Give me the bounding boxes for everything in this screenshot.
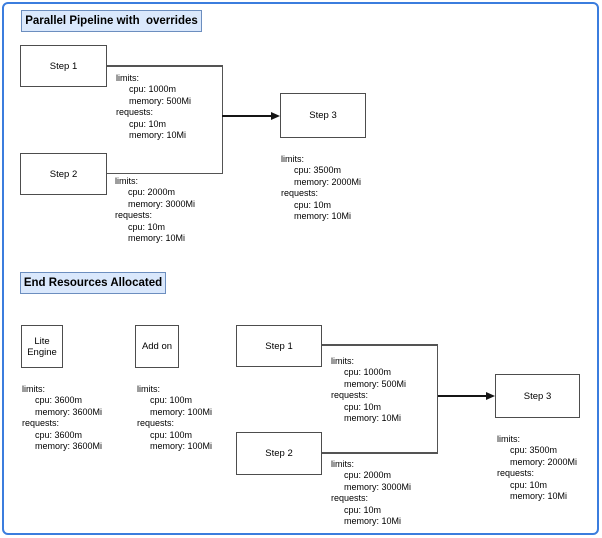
resource-line: cpu: 10m xyxy=(128,221,166,232)
resource-line: cpu: 3500m xyxy=(294,165,342,176)
node-label: Add on xyxy=(141,341,173,352)
resource-line: cpu: 3600m xyxy=(35,395,83,406)
node-label: Step 1 xyxy=(265,340,293,352)
resource-line: cpu: 10m xyxy=(344,504,382,515)
resource-line: cpu: 1000m xyxy=(129,84,177,95)
resource-line: cpu: 1000m xyxy=(344,367,392,378)
node-lite-engine: Lite Engine xyxy=(21,325,63,368)
resource-line: cpu: 2000m xyxy=(344,470,392,481)
resource-line: cpu: 100m xyxy=(150,429,193,440)
node-end-step3: Step 3 xyxy=(495,374,580,418)
node-add-on: Add on xyxy=(135,325,179,368)
resource-line: requests: xyxy=(137,418,175,429)
section-title-text: End Resources Allocated xyxy=(23,277,163,289)
resource-line: memory: 100Mi xyxy=(150,441,213,452)
resource-line: cpu: 3600m xyxy=(35,429,83,440)
resource-line: limits: xyxy=(331,356,354,366)
arrow-to-step3-head-icon xyxy=(271,111,280,120)
resource-line: requests: xyxy=(116,107,154,118)
resource-line: requests: xyxy=(281,188,319,199)
connector-end-step2-branch-line xyxy=(322,452,438,454)
connector-end-merge-vertical-line xyxy=(436,344,438,453)
resource-line: limits: xyxy=(281,154,304,164)
section-title-text: Parallel Pipeline with overrides xyxy=(25,15,198,27)
resource-line: memory: 3000Mi xyxy=(128,198,196,209)
resource-line: limits: xyxy=(137,384,160,394)
section-title-end-resources: End Resources Allocated xyxy=(20,272,166,294)
node-end-step2: Step 2 xyxy=(236,432,322,475)
resource-line: requests: xyxy=(331,390,369,401)
node-label: Step 2 xyxy=(49,168,78,180)
resource-line: memory: 3000Mi xyxy=(344,481,412,492)
resource-line: memory: 2000Mi xyxy=(510,456,578,467)
resource-line: cpu: 10m xyxy=(129,118,167,129)
node-label: Step 1 xyxy=(49,60,78,72)
resource-line: memory: 10Mi xyxy=(294,211,352,222)
resource-line: memory: 10Mi xyxy=(510,491,568,502)
connector-end-step1-branch-line xyxy=(322,344,438,346)
resource-line: memory: 500Mi xyxy=(344,378,407,389)
arrow-to-step3-shaft xyxy=(222,115,272,117)
resource-line: limits: xyxy=(22,384,45,394)
connector-step1-branch-line xyxy=(107,65,223,67)
arrow-to-end-step3-shaft xyxy=(438,395,486,397)
resource-line: limits: xyxy=(115,176,138,186)
resource-line: memory: 2000Mi xyxy=(294,176,362,187)
node-parallel-step1: Step 1 xyxy=(20,45,107,87)
resource-line: cpu: 10m xyxy=(294,199,332,210)
resource-line: cpu: 100m xyxy=(150,395,193,406)
resource-line: memory: 10Mi xyxy=(344,516,402,527)
arrow-to-end-step3-head-icon xyxy=(486,391,495,400)
resource-line: cpu: 10m xyxy=(344,401,382,412)
resource-line: memory: 10Mi xyxy=(344,413,402,424)
node-label: Step 3 xyxy=(309,110,337,121)
resource-line: requests: xyxy=(115,210,153,221)
node-label: Lite Engine xyxy=(27,335,57,358)
resource-line: cpu: 3500m xyxy=(510,445,558,456)
node-label: Step 3 xyxy=(523,390,552,402)
resource-line: requests: xyxy=(331,493,369,504)
resource-line: requests: xyxy=(497,468,535,479)
node-end-step1: Step 1 xyxy=(236,325,322,367)
resource-line: memory: 3600Mi xyxy=(35,441,103,452)
resource-line: memory: 500Mi xyxy=(129,95,192,106)
resource-line: limits: xyxy=(116,73,139,83)
resource-line: memory: 10Mi xyxy=(128,233,186,244)
resource-line: limits: xyxy=(497,434,520,444)
node-parallel-step3: Step 3 xyxy=(280,93,366,138)
resource-line: memory: 100Mi xyxy=(150,406,213,417)
resource-line: memory: 3600Mi xyxy=(35,406,103,417)
connector-merge-vertical-line xyxy=(221,65,223,174)
node-label: Step 2 xyxy=(265,448,293,459)
resource-line: memory: 10Mi xyxy=(129,130,187,141)
connector-step2-branch-line xyxy=(107,172,223,174)
resource-line: requests: xyxy=(22,418,60,429)
resource-line: cpu: 2000m xyxy=(128,187,176,198)
resource-line: cpu: 10m xyxy=(510,479,548,490)
node-parallel-step2: Step 2 xyxy=(20,153,107,195)
section-title-parallel-pipeline: Parallel Pipeline with overrides xyxy=(21,10,202,32)
resource-line: limits: xyxy=(331,459,354,469)
